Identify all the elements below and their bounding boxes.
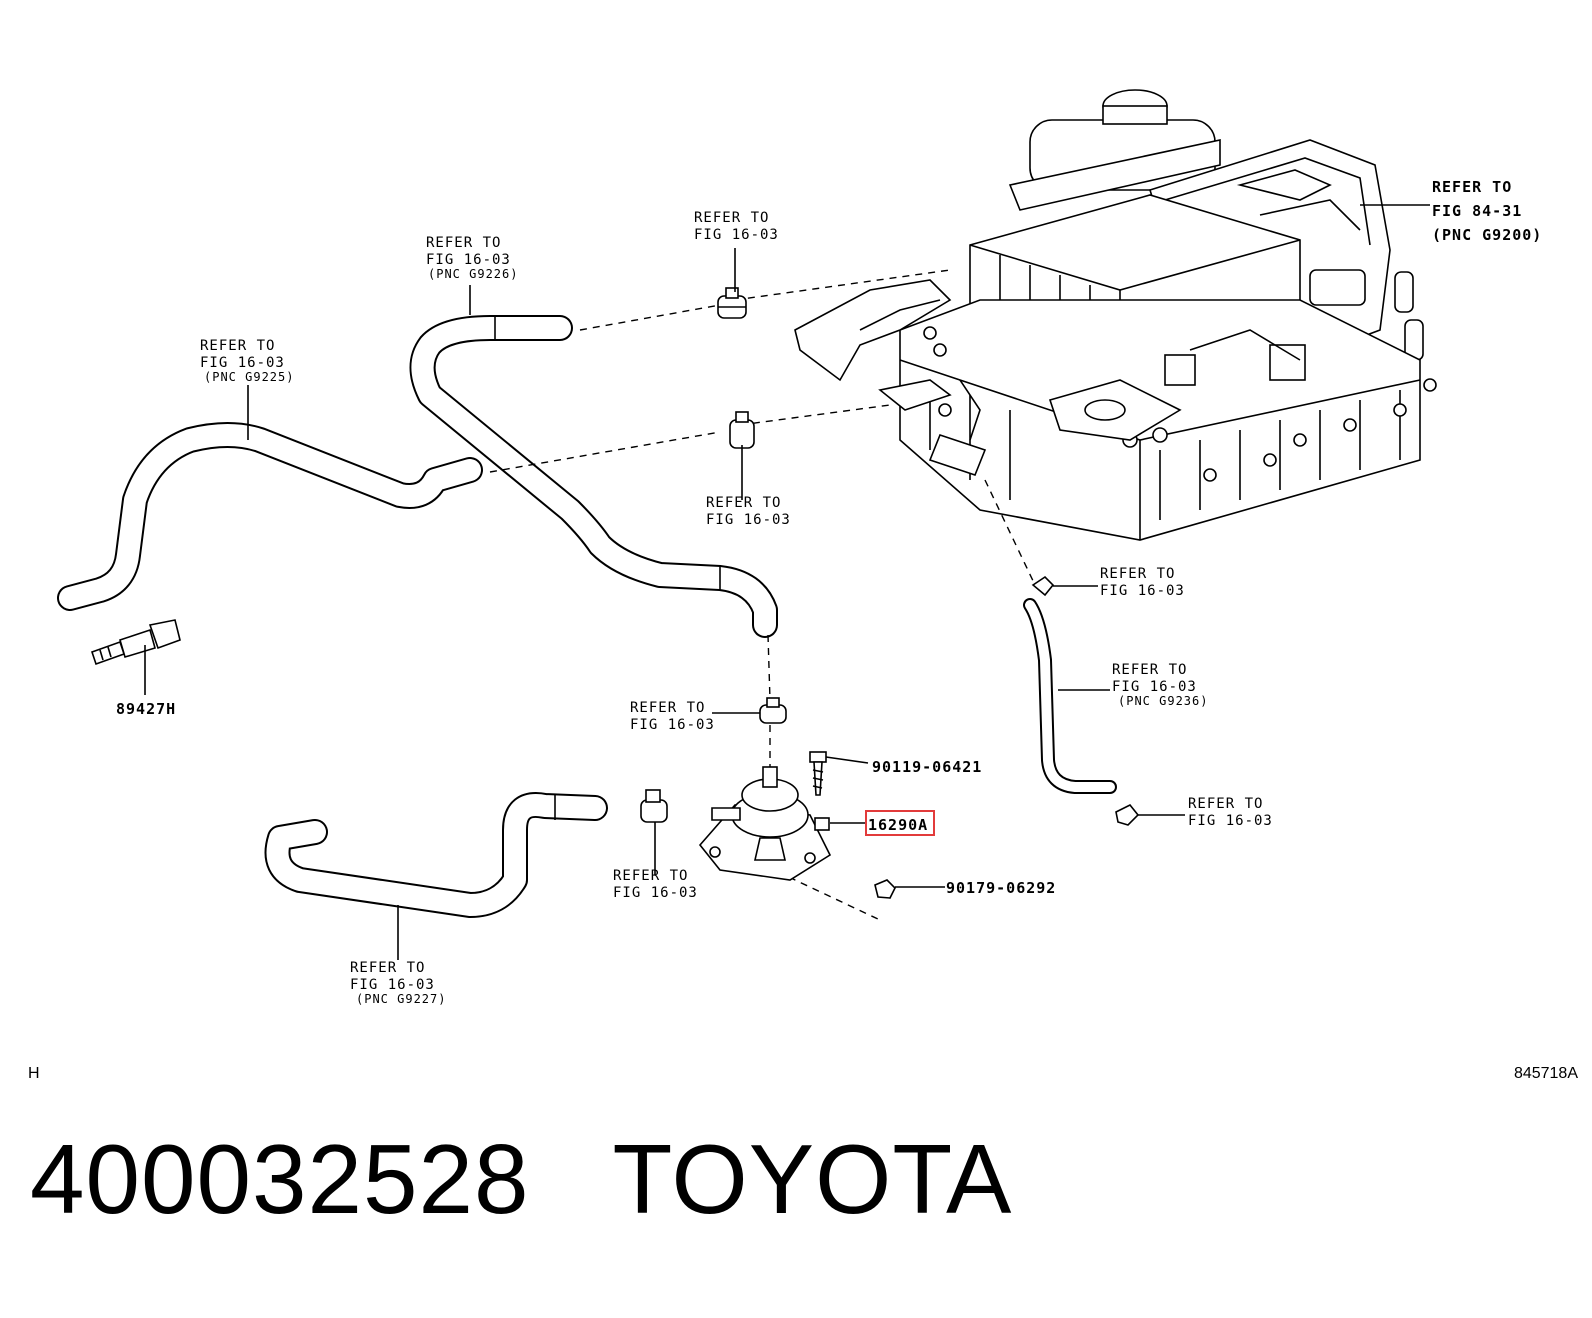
label-refer-g9226[interactable]: REFER TO FIG 16-03 (PNC G9226) [426,235,518,281]
label-line: REFER TO [350,960,425,976]
label-line: (PNC G9227) [356,992,446,1006]
label-line: FIG 16-03 [426,252,511,268]
highlight-box [865,810,935,836]
label-line: FIG 16-03 [694,227,779,243]
clip-bottom-right[interactable] [1115,803,1140,826]
label-line: (PNC G9225) [204,370,294,384]
part-number-pump[interactable]: 16290A [868,816,928,834]
label-line: (PNC G9236) [1118,694,1208,708]
label-refer-g9225[interactable]: REFER TO FIG 16-03 (PNC G9225) [200,338,294,384]
label-refer-clamp-mid[interactable]: REFER TO FIG 16-03 [706,495,791,528]
sensor-89427h[interactable] [90,619,181,666]
hose-g9227[interactable] [264,792,608,918]
label-line: REFER TO [1188,796,1263,812]
leader-lines [144,204,1430,960]
label-line: REFER TO [200,338,275,354]
clamp-lower[interactable] [759,697,787,724]
label-refer-clamp-left[interactable]: REFER TO FIG 16-03 [613,868,698,901]
label-refer-clamp-top[interactable]: REFER TO FIG 16-03 [694,210,779,243]
label-line: FIG 16-03 [613,885,698,901]
hose-g9226[interactable] [409,315,778,638]
label-refer-g9200[interactable]: REFER TO FIG 84-31 (PNC G9200) [1432,178,1542,244]
label-line: REFER TO [694,210,769,226]
label-line: REFER TO [630,700,705,716]
hose-g9236[interactable] [1023,598,1117,794]
label-line: REFER TO [1432,178,1512,196]
hose-g9225[interactable] [57,422,483,611]
label-line: FIG 84-31 [1432,202,1522,220]
bolt-90119-06421[interactable] [809,751,827,796]
label-line: FIG 16-03 [1112,679,1197,695]
part-number-nut[interactable]: 90179-06292 [946,879,1056,897]
label-line: FIG 16-03 [706,512,791,528]
label-refer-g9227[interactable]: REFER TO FIG 16-03 (PNC G9227) [350,960,446,1006]
label-refer-clamp-bottom-right[interactable]: REFER TO FIG 16-03 [1188,796,1273,829]
corner-mark-left: H [28,1065,40,1082]
clamp-top[interactable] [717,287,747,319]
label-line: FIG 16-03 [630,717,715,733]
part-number-sensor[interactable]: 89427H [116,700,176,718]
label-line: FIG 16-03 [350,977,435,993]
label-line: REFER TO [1100,566,1175,582]
label-line: REFER TO [426,235,501,251]
figure-code: 845718A [1514,1065,1578,1082]
clamp-left[interactable] [640,789,668,823]
bottom-title: 400032528 TOYOTA [30,1124,1013,1234]
clamp-mid[interactable] [729,411,755,449]
label-line: (PNC G9226) [428,267,518,281]
nut-90179-06292[interactable] [874,879,896,899]
inverter-assembly [794,89,1437,541]
label-line: FIG 16-03 [1188,813,1273,829]
label-line: REFER TO [706,495,781,511]
label-line: (PNC G9200) [1432,226,1542,244]
label-line: REFER TO [613,868,688,884]
label-line: REFER TO [1112,662,1187,678]
label-refer-clamp-lower[interactable]: REFER TO FIG 16-03 [630,700,715,733]
part-number-bolt[interactable]: 90119-06421 [872,758,982,776]
label-refer-g9236[interactable]: REFER TO FIG 16-03 (PNC G9236) [1112,662,1208,708]
label-line: FIG 16-03 [1100,583,1185,599]
water-pump-16290a[interactable] [698,766,832,881]
label-refer-clamp-right[interactable]: REFER TO FIG 16-03 [1100,566,1185,599]
clip-right[interactable] [1031,575,1055,597]
label-line: FIG 16-03 [200,355,285,371]
guide-lines [489,269,1036,921]
